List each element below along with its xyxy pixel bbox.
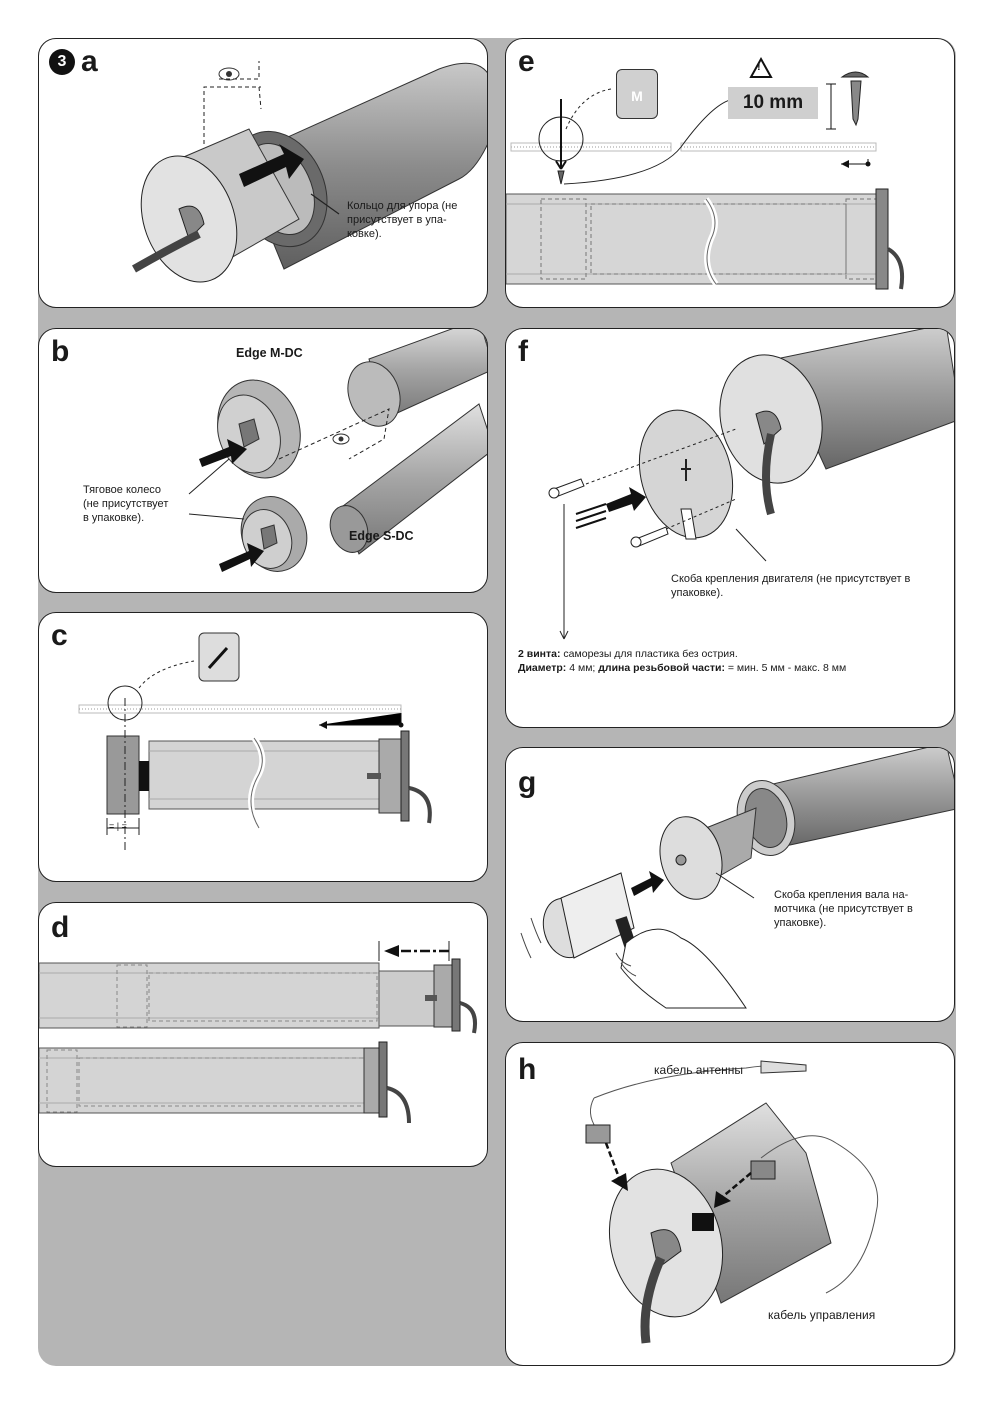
panel-e: e M ! 10 mm xyxy=(505,38,955,308)
control-cable-label: кабель управления xyxy=(768,1308,876,1322)
motor-bracket-illustration xyxy=(548,329,954,640)
panel-label: f xyxy=(518,335,528,368)
model-m-label: Edge M-DC xyxy=(236,346,303,360)
panel-b: b Edge M-DC Edge S-DC Тяговое колесо(не … xyxy=(38,328,488,593)
tube-measure-illustration xyxy=(78,632,432,853)
panel-label: e xyxy=(518,45,535,78)
tube-marking-illustration xyxy=(506,56,905,290)
shaft-bracket-note: Скоба крепления вала на-мотчика (не прис… xyxy=(774,889,913,929)
motor-stop-ring-illustration xyxy=(132,61,487,283)
panel-d: d xyxy=(38,902,488,1167)
panel-label: g xyxy=(518,766,537,799)
screws-spec: 2 винта: саморезы для пластика без остри… xyxy=(518,648,847,674)
panel-h: h кабель антенны кабель управления xyxy=(505,1042,955,1366)
model-s-label: Edge S-DC xyxy=(349,529,414,543)
step-number-badge: 3 xyxy=(49,49,75,75)
cable-connection-illustration xyxy=(585,1060,879,1344)
screw-length-label: 10 mm xyxy=(728,87,818,119)
center-dimension: = | = xyxy=(109,821,127,831)
panel-label: h xyxy=(518,1053,537,1086)
motor-bracket-note: Скоба крепления двигателя (не присутству… xyxy=(671,573,911,599)
warning-icon: ! xyxy=(757,61,761,73)
panel-label: d xyxy=(51,911,70,944)
panel-f: f Скоба крепления двигателя (не присутст… xyxy=(505,328,955,728)
tube-insertion-illustration xyxy=(39,941,477,1124)
panel-g: g Скоба крепления вала на-мотчика (не пр… xyxy=(505,747,955,1022)
panel-label: b xyxy=(51,335,70,368)
antenna-cable-label: кабель антенны xyxy=(654,1063,744,1077)
winding-shaft-bracket-illustration xyxy=(520,748,954,1009)
panel-label: c xyxy=(51,619,68,652)
panel-label: a xyxy=(81,45,98,78)
drive-wheel-illustration xyxy=(188,329,487,572)
weight-icon: M xyxy=(616,69,658,119)
panel-c: c = | = xyxy=(38,612,488,882)
